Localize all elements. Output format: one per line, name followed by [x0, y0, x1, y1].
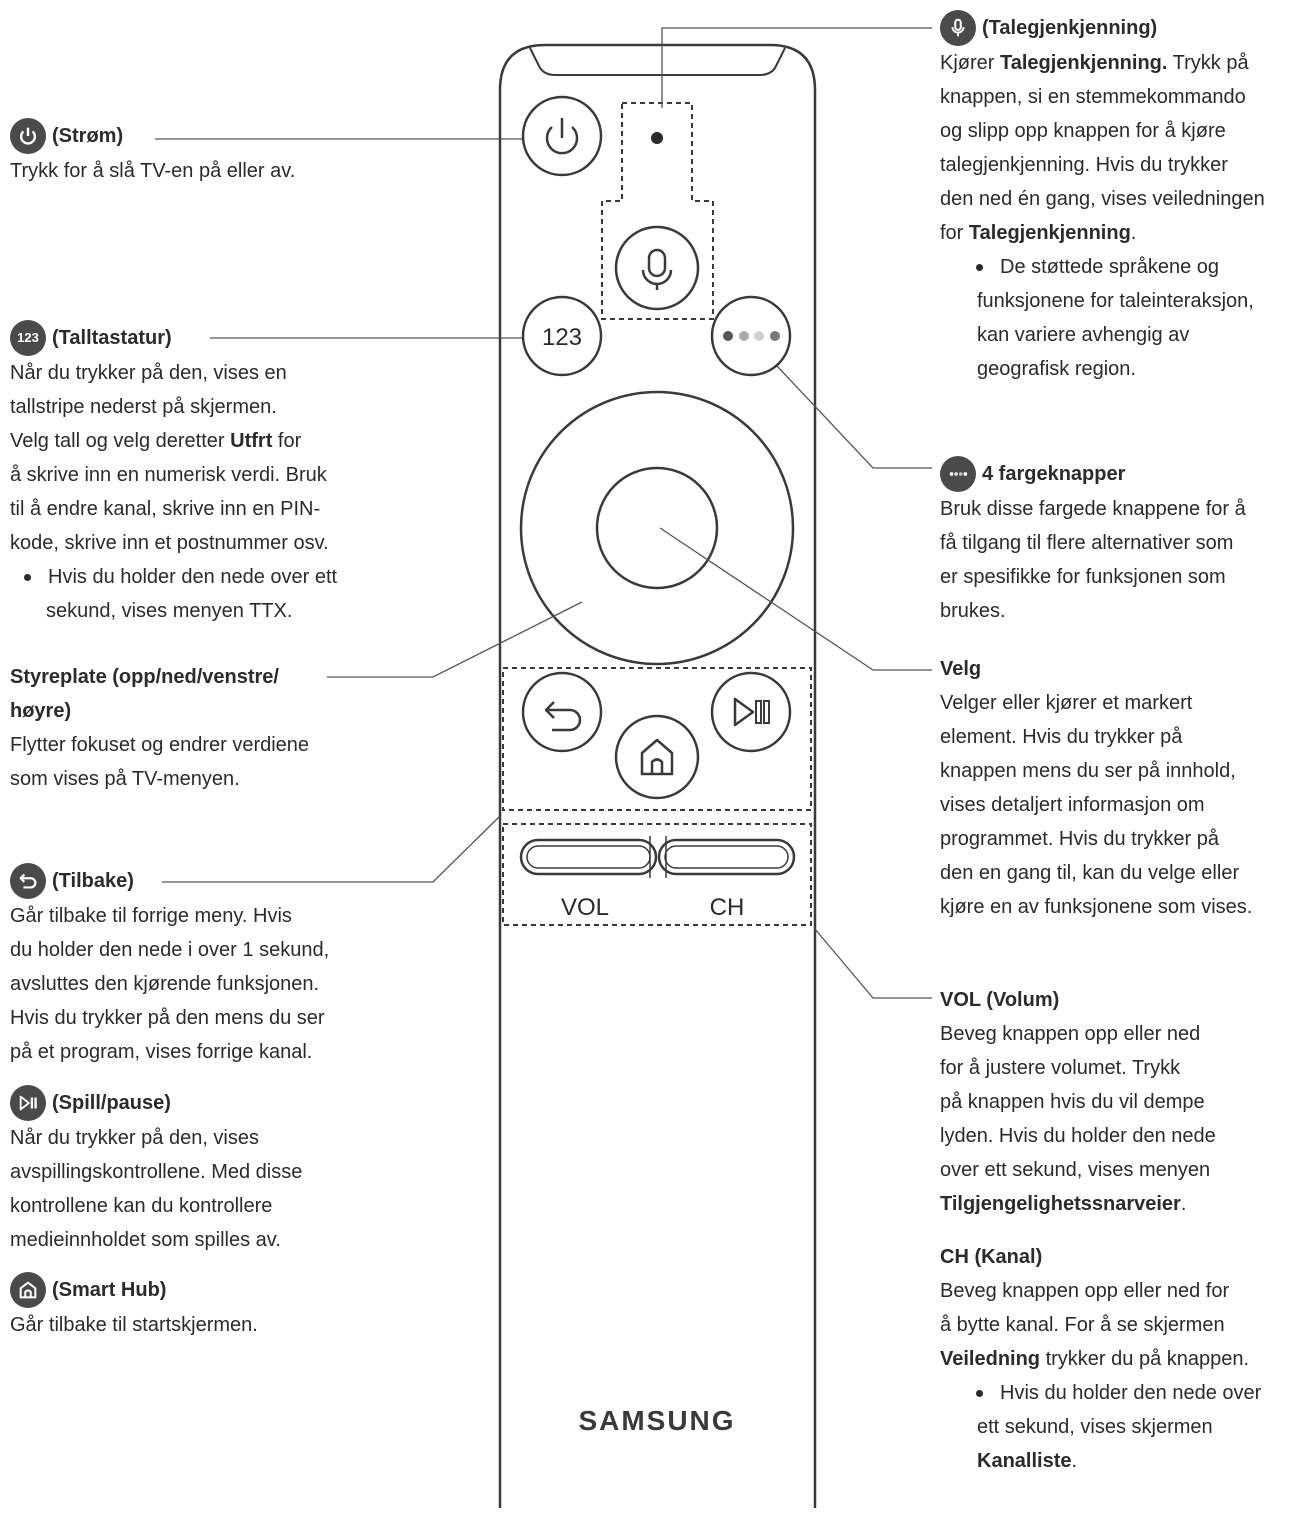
ch-label: CH — [710, 894, 745, 921]
remote-body — [498, 43, 817, 1508]
power-icon — [545, 126, 579, 155]
ch-title: CH (Kanal) — [940, 1246, 1043, 1268]
brand-logo: SAMSUNG — [578, 1405, 735, 1436]
numpad-button[interactable]: 123 — [521, 295, 603, 377]
voice-button[interactable] — [614, 225, 700, 311]
numpad-callout: 123 (Talltastatur) Når du trykker på den… — [10, 320, 410, 628]
power-button[interactable] — [521, 95, 603, 177]
vol-callout: VOL (Volum) Beveg knappen opp eller ned … — [940, 983, 1285, 1221]
ch-bullet: Hvis du holder den nede over — [962, 1376, 1285, 1410]
back-title: (Tilbake) — [10, 863, 390, 899]
ch-rocker[interactable] — [657, 838, 796, 876]
play-callout: (Spill/pause) Når du trykker på den, vis… — [10, 1085, 390, 1257]
mic-area-outline — [601, 102, 714, 320]
leader-lines — [155, 27, 932, 999]
home-button[interactable] — [614, 714, 700, 800]
back-callout: (Tilbake) Går tilbake til forrige meny. … — [10, 863, 390, 1069]
numpad-icon: 123 — [10, 320, 46, 356]
select-callout: Velg Velger eller kjører et markert elem… — [940, 652, 1285, 924]
dpad-callout: Styreplate (opp/ned/venstre/ høyre) Flyt… — [10, 660, 390, 796]
play-pause-icon — [10, 1085, 46, 1121]
power-icon — [10, 118, 46, 154]
back-icon — [10, 863, 46, 899]
dpad-title: Styreplate (opp/ned/venstre/ — [10, 666, 279, 688]
power-title: (Strøm) — [10, 118, 370, 154]
home-icon — [640, 738, 674, 776]
numpad-bullet: Hvis du holder den nede over ett — [10, 560, 410, 594]
vol-title: VOL (Volum) — [940, 989, 1060, 1011]
nav-group-outline — [502, 667, 812, 811]
microphone-icon — [647, 248, 667, 278]
select-button[interactable] — [595, 466, 719, 590]
home-callout: (Smart Hub) Går tilbake til startskjerme… — [10, 1272, 390, 1342]
vol-rocker[interactable] — [519, 838, 658, 876]
colors-title: 4 fargeknapper — [940, 456, 1285, 492]
select-title: Velg — [940, 658, 982, 680]
back-icon — [544, 701, 582, 732]
vol-ch-outline — [502, 823, 812, 926]
home-title: (Smart Hub) — [10, 1272, 390, 1308]
microphone-icon — [940, 10, 976, 46]
numpad-title: 123 (Talltastatur) — [10, 320, 410, 356]
play-pause-icon — [733, 697, 755, 727]
ch-callout: CH (Kanal) Beveg knappen opp eller ned f… — [940, 1240, 1285, 1478]
vol-label: VOL — [561, 894, 609, 921]
home-icon — [10, 1272, 46, 1308]
play-title: (Spill/pause) — [10, 1085, 390, 1121]
color-dots-icon — [940, 456, 976, 492]
color-button[interactable] — [710, 295, 792, 377]
mic-hole — [651, 132, 663, 144]
numpad-button-label: 123 — [542, 324, 582, 351]
voice-title: (Talegjenkjenning) — [940, 10, 1285, 46]
power-desc: Trykk for å slå TV-en på eller av. — [10, 160, 296, 182]
remote-top-tab — [529, 47, 786, 76]
voice-bullet: De støttede språkene og — [962, 250, 1285, 284]
power-callout: (Strøm) Trykk for å slå TV-en på eller a… — [10, 118, 370, 188]
colors-callout: 4 fargeknapper Bruk disse fargede knappe… — [940, 456, 1285, 628]
back-button[interactable] — [521, 671, 603, 753]
voice-callout: (Talegjenkjenning) Kjører Talegjenkjenni… — [940, 10, 1285, 386]
play-pause-button[interactable] — [710, 671, 792, 753]
